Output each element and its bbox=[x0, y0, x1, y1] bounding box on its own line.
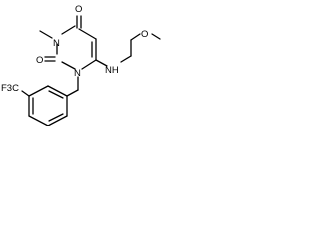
bond-c4-n3 bbox=[61, 25, 76, 35]
bond-ar-2 bbox=[28, 85, 49, 97]
bond-o-methyl bbox=[151, 33, 161, 40]
bond-c6-nh bbox=[95, 59, 108, 67]
bond-nh-ch2 bbox=[120, 55, 132, 63]
bond-ar-5 bbox=[47, 115, 68, 126]
bond-ch2-o bbox=[130, 33, 141, 41]
bond-ch2-aryl bbox=[66, 89, 79, 97]
atom-label-n1-nitrogen: N bbox=[74, 68, 81, 79]
atom-label-carbonyl-oxygen-mid: O bbox=[36, 55, 43, 66]
bond-n1-c6 bbox=[81, 59, 97, 70]
chemical-structure-diagram: O O N NH O N F3C bbox=[1, 4, 161, 126]
atom-label-amine-nh: NH bbox=[105, 65, 119, 76]
bond-aryl-cf3 bbox=[21, 90, 30, 97]
bond-c5-c4 bbox=[78, 28, 97, 40]
bond-c2-n1 bbox=[61, 61, 76, 70]
bond-ar-4 bbox=[28, 115, 49, 126]
atom-label-n3-nitrogen: N bbox=[53, 38, 60, 49]
atom-label-methoxy-oxygen: O bbox=[141, 29, 148, 40]
bond-n3-methyl bbox=[39, 30, 53, 39]
bond-ar-inner-1 bbox=[48, 90, 64, 99]
bond-ar-1 bbox=[47, 85, 68, 97]
atom-label-carbonyl-oxygen-top: O bbox=[75, 4, 82, 15]
atom-label-trifluoromethyl: F3C bbox=[1, 83, 19, 94]
bond-ar-inner-3 bbox=[48, 113, 64, 122]
